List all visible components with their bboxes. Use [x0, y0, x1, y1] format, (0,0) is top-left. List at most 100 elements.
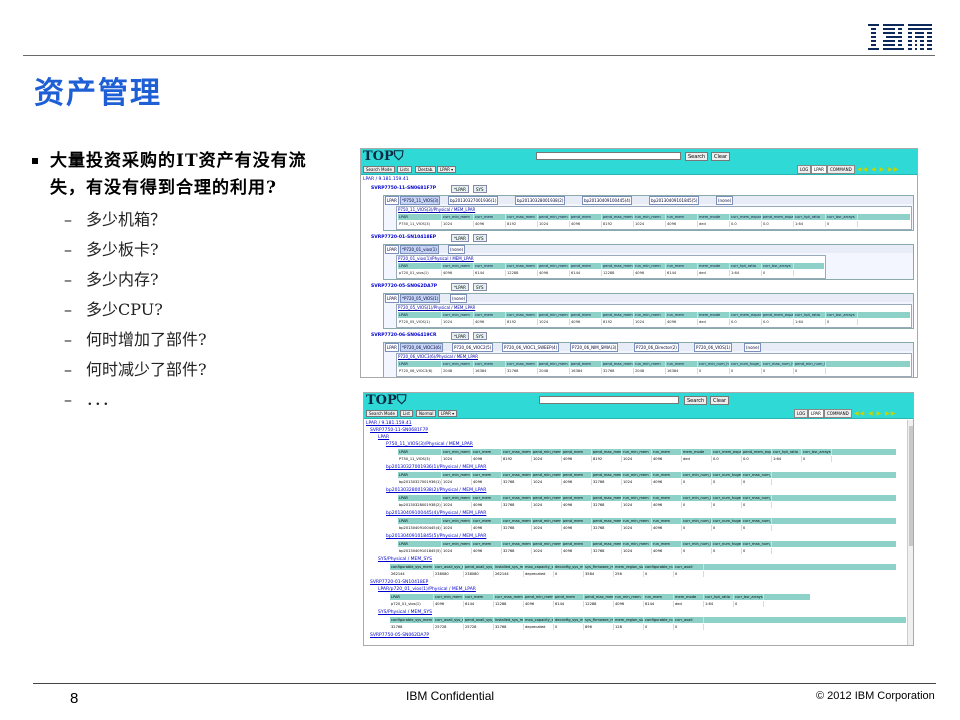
- search-mode-button[interactable]: Search Mode: [366, 410, 398, 417]
- host-link[interactable]: SVRP7750-05-SN062DA7P: [370, 633, 430, 638]
- sub-bullet-list: –多少机箱？ –多少板卡? –多少内存? –多少CPU? –何时增加了部件? –…: [64, 205, 320, 415]
- lpar-select[interactable]: LPAR ▾: [437, 166, 457, 173]
- table-cell: 0.0: [762, 319, 794, 325]
- sys-pill[interactable]: SYS: [473, 283, 487, 291]
- lpar-pill[interactable]: *LPAR: [451, 332, 469, 340]
- nav-arrows-icon[interactable]: ◀◀ ◀ ▶ ▶▶: [857, 166, 900, 173]
- column-header: pend_min_mem: [533, 541, 562, 547]
- tab-log[interactable]: LOG: [797, 165, 812, 174]
- column-header: curr_hpt_ratio: [704, 594, 734, 600]
- breadcrumb[interactable]: LPAR / 9.181.159.41: [363, 177, 409, 182]
- section-title-link[interactable]: bp20130327001936(1)/Physical / MEM_LPAR: [386, 465, 487, 470]
- app-header: TOP⛉ Search Clear: [364, 393, 913, 409]
- tab-command[interactable]: COMMAND: [827, 165, 855, 174]
- lpar-label[interactable]: LPAR: [385, 343, 399, 352]
- section-title-link[interactable]: LPAR/p720_01_vios(1)/Physical / MEM_LPAR: [378, 587, 476, 592]
- breadcrumb[interactable]: LPAR / 9.181.159.41: [366, 421, 412, 426]
- sys-pill[interactable]: SYS: [473, 332, 487, 340]
- tab-command[interactable]: COMMAND: [824, 409, 852, 418]
- lpar-tab-active[interactable]: *P720_05_VIOS(1): [400, 294, 441, 303]
- lpar-label[interactable]: LPAR: [385, 196, 399, 205]
- normal-button[interactable]: Normal: [416, 410, 437, 417]
- lpar-label[interactable]: LPAR: [385, 294, 399, 303]
- main-bullet: 大量投资采购的IT资产有没有流失，有没有得到合理的利用?: [30, 148, 320, 202]
- host-link[interactable]: SVRP7720-05-SN062DA7P: [371, 284, 438, 289]
- column-header: pend_min_num_huge_pages: [795, 361, 826, 367]
- lpar-tab[interactable]: bp20130327001936(1): [448, 196, 499, 205]
- list-button[interactable]: List: [400, 410, 413, 417]
- search-input[interactable]: [539, 396, 679, 404]
- tab-lpar[interactable]: LPAR: [808, 409, 824, 418]
- sys-pill[interactable]: SYS: [473, 234, 487, 242]
- section-title-link[interactable]: P750_11_VIOS(3)/Physical / MEM_LPAR: [386, 442, 473, 447]
- table-cell: 262144: [494, 571, 524, 577]
- lpar-tab[interactable]: (none): [450, 294, 468, 303]
- host-link[interactable]: SVRP7750-11-SN0681F7P: [371, 186, 437, 191]
- lpar-tab[interactable]: P720_06_VIOC1_SWEEP(4): [502, 343, 560, 352]
- section-title-link[interactable]: SYS/Physical / MEM_SYS: [378, 610, 432, 615]
- lpar-tab[interactable]: P720_06_Director(2): [634, 343, 679, 352]
- clear-button[interactable]: Clear: [710, 396, 730, 405]
- lpar-tab[interactable]: P720_06_NIM_SMIA(3): [570, 343, 619, 352]
- column-header: curr_min_num_huge_pages: [683, 541, 712, 547]
- lpar-tab[interactable]: bp20130409100445(4): [582, 196, 633, 205]
- host-link[interactable]: SVRP7720-01-SN10418EP: [371, 235, 437, 240]
- section-title-link[interactable]: bp20130409101845(5)/Physical / MEM_LPAR: [386, 534, 487, 539]
- column-header: run_mem: [666, 214, 698, 220]
- search-mode-button[interactable]: Search Mode: [363, 166, 395, 173]
- lpar-tab[interactable]: P720_06_VIOS(1): [694, 343, 733, 352]
- table-cell: ded: [674, 601, 704, 607]
- lpar-pill[interactable]: *LPAR: [451, 283, 469, 291]
- search-button[interactable]: Search: [685, 152, 709, 161]
- lpar-tab[interactable]: (none): [744, 343, 762, 352]
- table-cell: p720_01_vios(1): [398, 270, 442, 276]
- lpar-tab-active[interactable]: *P720_01_vios(1): [400, 245, 439, 254]
- nav-arrows-icon[interactable]: ◀◀ ◀ ▶ ▶▶: [854, 410, 897, 417]
- lpar-pill[interactable]: *LPAR: [451, 234, 469, 242]
- lists-button[interactable]: Lists: [397, 166, 413, 173]
- lpar-tab[interactable]: bp20130328001938(2): [515, 196, 566, 205]
- lpar-tab[interactable]: P720_06_VIOC2(5): [452, 343, 494, 352]
- lpar-label[interactable]: LPAR: [385, 245, 399, 254]
- host-link[interactable]: SVRP7720-06-SN06419CR: [371, 333, 437, 338]
- lpar-node[interactable]: LPAR: [378, 435, 390, 440]
- table-cell: 0: [712, 502, 742, 508]
- lpar-tab[interactable]: bp20130409101845(5): [649, 196, 700, 205]
- sub-bullet: –何时增加了部件?: [64, 325, 320, 355]
- table-cell: P750_11_VIOS(3): [398, 456, 442, 462]
- section-title-link[interactable]: bp20130409100445(4)/Physical / MEM_LPAR: [386, 511, 487, 516]
- lpar-tab-active[interactable]: *P750_11_VIOS(3): [400, 196, 441, 205]
- table-title-link[interactable]: P750_11_VIOS(3)/Physical / MEM_LPAR: [398, 207, 476, 212]
- destab-button[interactable]: Destab.: [415, 166, 437, 173]
- host-link[interactable]: SVRP7720-01-SN10418EP: [370, 580, 429, 585]
- search-input[interactable]: [536, 152, 681, 160]
- clear-button[interactable]: Clear: [711, 152, 731, 161]
- lpar-tabs: LPAR *P720_01_vios(1) (none): [384, 245, 913, 254]
- table-title-link[interactable]: P720_05_VIOS(1)/Physical / MEM_LPAR: [398, 305, 476, 310]
- section-title-link[interactable]: bp20130328001938(2)/Physical / MEM_LPAR: [386, 488, 487, 493]
- column-header: curr_avail_sys_mem: [434, 617, 464, 623]
- lpar-tab[interactable]: (none): [448, 245, 466, 254]
- scrollbar-thumb[interactable]: [909, 426, 913, 546]
- table-title-link[interactable]: P720_06_VIOC3(6)/Physical / MEM_LPAR: [398, 354, 479, 359]
- lpar-tab[interactable]: (none): [716, 196, 734, 205]
- lpar-select[interactable]: LPAR ▾: [438, 410, 458, 417]
- table-cell: 32768: [592, 479, 622, 485]
- tab-lpar[interactable]: LPAR: [811, 165, 827, 174]
- tab-log[interactable]: LOG: [794, 409, 809, 418]
- search-button[interactable]: Search: [684, 396, 708, 405]
- host-link[interactable]: SVRP7750-11-SN0681F7P: [370, 428, 429, 433]
- column-header: run_min_mem: [634, 214, 666, 220]
- vertical-scrollbar[interactable]: [907, 420, 913, 645]
- table-cell: 1024: [538, 221, 570, 227]
- lpar-tab-active[interactable]: *P720_06_VIOC3(6): [400, 343, 444, 352]
- sys-pill[interactable]: SYS: [473, 185, 487, 193]
- column-header: LPAR: [398, 472, 442, 478]
- lpar-pill[interactable]: *LPAR: [451, 185, 469, 193]
- section-title-link[interactable]: SYS/Physical / MEM_SYS: [378, 557, 432, 562]
- table-title-link[interactable]: P720_01_vios(1)/Physical / MEM_LPAR: [398, 256, 474, 261]
- mem-lpar-table: P720_06_VIOC3(6)/Physical / MEM_LPAR LPA…: [396, 353, 912, 377]
